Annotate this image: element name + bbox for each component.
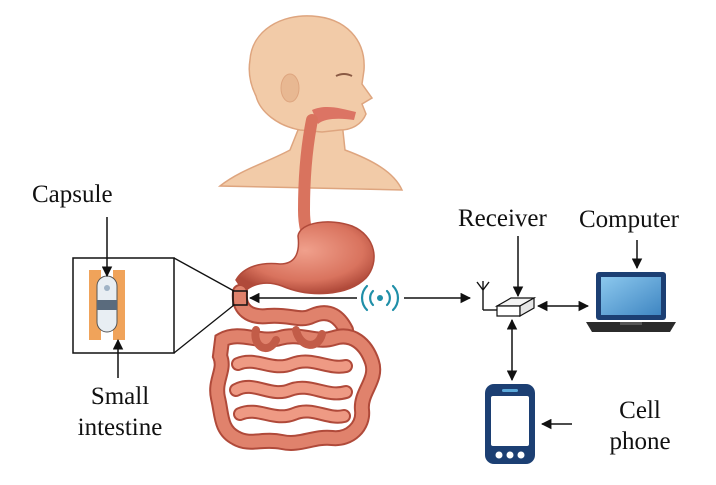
small-intestine-label-line1: Small	[90, 383, 150, 410]
small-intestine-illustration	[209, 284, 382, 451]
cell-phone-label-line2: phone	[609, 428, 671, 455]
capsule-label: Capsule	[32, 181, 113, 208]
small-intestine-label-line2: intestine	[77, 414, 163, 441]
stomach	[235, 221, 375, 295]
computer-label: Computer	[579, 206, 679, 233]
receiver-box-icon	[494, 296, 537, 318]
antenna-icon	[476, 281, 497, 311]
capsule-inset	[72, 257, 175, 354]
smartphone-icon	[485, 384, 535, 464]
laptop-icon	[586, 272, 676, 332]
receiver-label: Receiver	[458, 205, 547, 232]
wireless-signal-icon	[360, 284, 400, 312]
zoom-source-box	[232, 290, 248, 306]
cell-phone-label-line1: Cell	[619, 397, 661, 424]
